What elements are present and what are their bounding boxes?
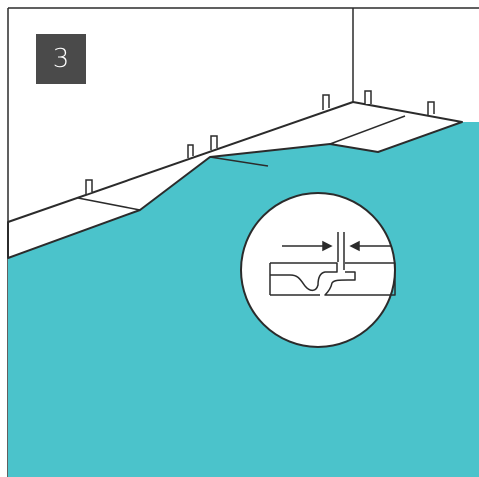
spacer-icon [322, 94, 330, 110]
joint-detail-inset [240, 192, 396, 348]
arrow-icon [349, 240, 360, 252]
spacer-icon [427, 101, 435, 115]
spacer-icon [187, 144, 194, 158]
spacer-icon [85, 179, 93, 194]
right-plank-profile [324, 262, 396, 296]
step-number: 3 [52, 44, 70, 74]
plank-joint [329, 115, 406, 145]
plank-joint [77, 197, 141, 211]
spacers [85, 90, 435, 194]
plank-joints [77, 115, 406, 211]
floor-area [8, 122, 479, 477]
plank-joint [209, 156, 269, 167]
step-number-badge: 3 [36, 34, 86, 84]
spacer-icon [210, 135, 218, 150]
left-plank-profile [270, 262, 338, 292]
spacer-icon [364, 90, 372, 104]
inset-circle [240, 192, 396, 348]
arrow-icon [322, 240, 333, 252]
